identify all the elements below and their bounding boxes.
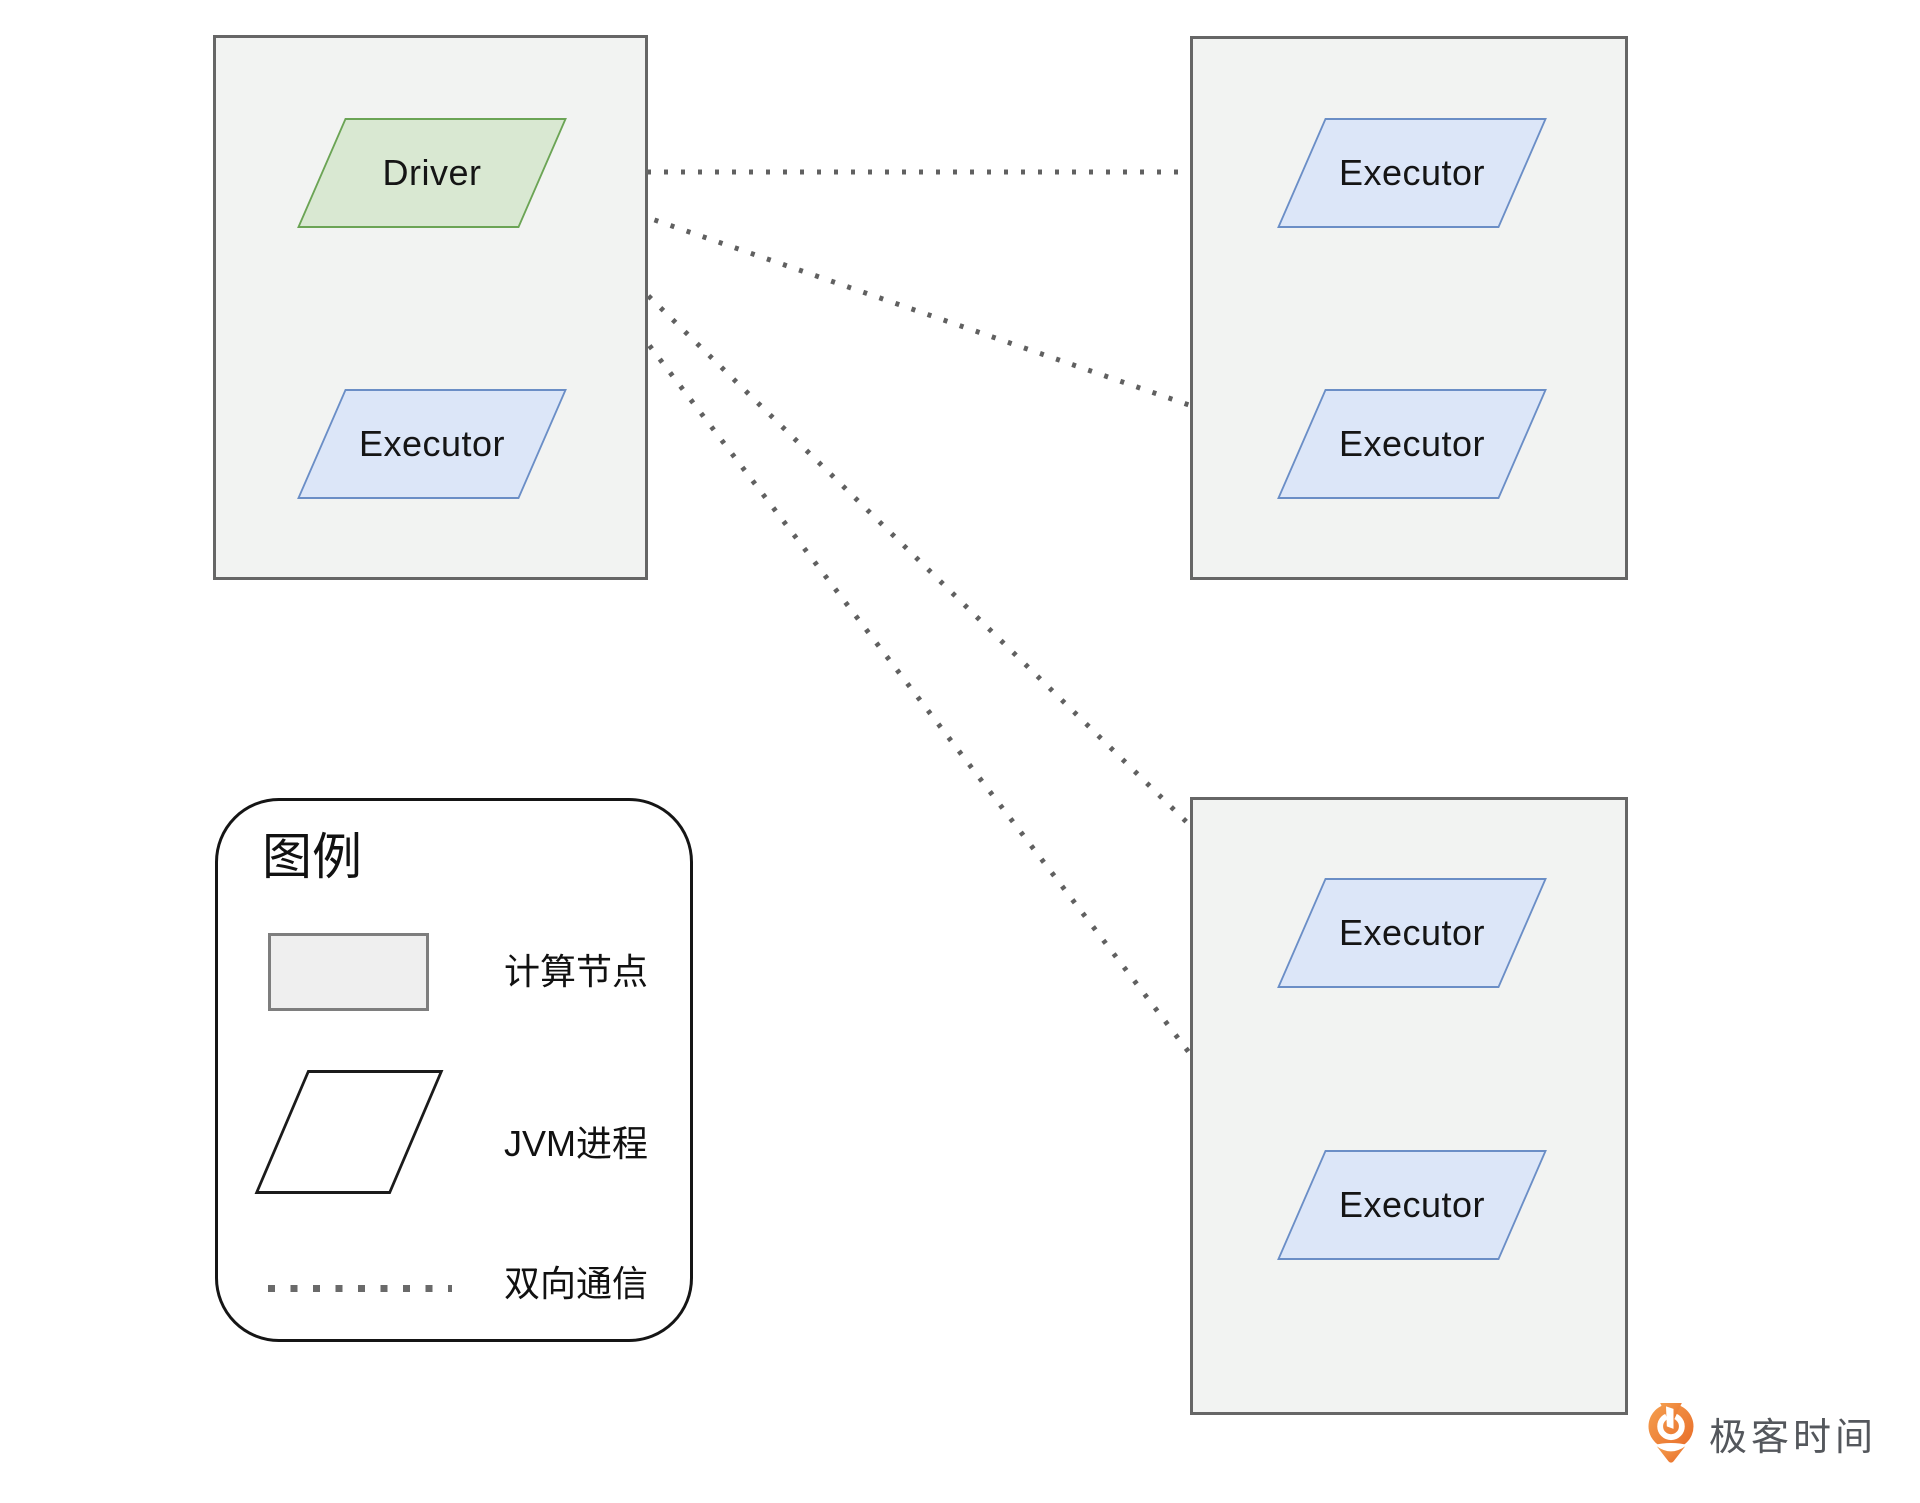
executor-shape: Executor: [1277, 118, 1547, 228]
executor-shape: Executor: [1277, 1150, 1547, 1260]
geektime-logo-icon: [1648, 1403, 1694, 1463]
executor-label: Executor: [358, 423, 506, 464]
legend-item-label: JVM进程: [504, 1123, 649, 1164]
legend: 图例 计算节点 JVM进程 双向通信: [215, 798, 693, 1342]
executor-shape: Executor: [297, 389, 567, 499]
driver-label: Driver: [382, 152, 482, 193]
brand-name: 极客时间: [1709, 1416, 1878, 1459]
executor-label: Executor: [1338, 152, 1486, 193]
legend-item-label: 双向通信: [504, 1263, 649, 1304]
legend-item-label: 计算节点: [504, 951, 649, 992]
executor-label: Executor: [1338, 1184, 1486, 1225]
executor-label: Executor: [1338, 912, 1486, 953]
legend-dotted-line-symbol: [268, 1285, 452, 1292]
legend-jvm-process-symbol: [254, 1070, 444, 1194]
legend-compute-node-symbol: [268, 933, 429, 1011]
brand-footer: 极客时间: [1646, 1400, 1877, 1466]
connection-driver-node2-executor2-dotted-line: [541, 178, 1294, 444]
executor-shape: Executor: [1277, 878, 1547, 988]
driver-shape: Driver: [297, 118, 567, 228]
executor-shape: Executor: [1277, 389, 1547, 499]
legend-title: 图例: [262, 829, 362, 885]
executor-label: Executor: [1338, 423, 1486, 464]
